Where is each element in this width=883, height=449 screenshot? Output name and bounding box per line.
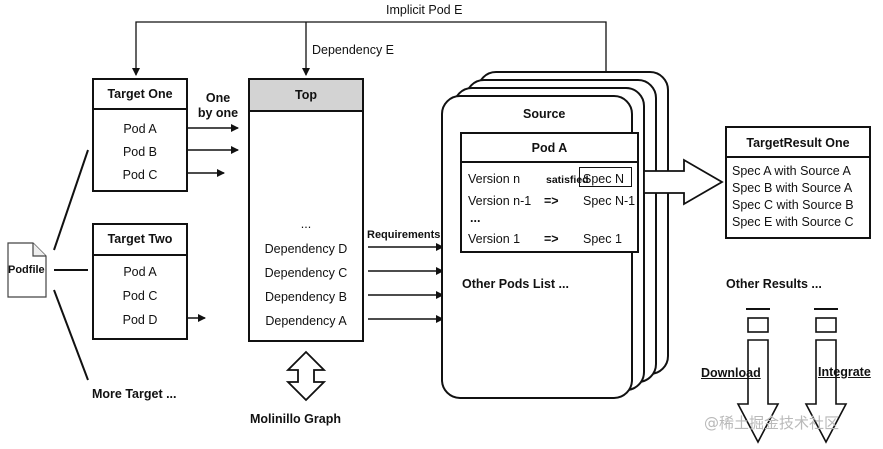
requirements-arrows [368, 243, 444, 323]
version-label: Version n-1 [468, 194, 532, 208]
top-stack-dependency: Dependency D [264, 242, 348, 256]
target-one-divider [94, 108, 186, 110]
target-one-box: Target One Pod A Pod B Pod C [92, 78, 188, 192]
version-relation: satisfied [546, 174, 589, 186]
molinillo-graph-label: Molinillo Graph [250, 412, 341, 426]
top-stack-dependency: Dependency A [265, 314, 347, 328]
target-two-item: Pod A [123, 265, 157, 279]
target-result-item: Spec A with Source A [732, 164, 851, 178]
requirements-label: Requirements [367, 229, 441, 241]
implicit-pod-e-label: Implicit Pod E [386, 3, 463, 17]
integrate-arrow [804, 308, 848, 444]
other-results-label: Other Results ... [726, 277, 822, 291]
target-result-item: Spec C with Source B [732, 198, 854, 212]
podfile-document-icon [7, 242, 47, 298]
version-label: Version n [468, 172, 521, 186]
target-two-divider [94, 254, 186, 256]
target-to-top-arrows [188, 124, 239, 322]
top-stack-box: Top ... Dependency D Dependency C Depend… [248, 78, 364, 342]
target-result-title: TargetResult One [746, 136, 850, 150]
watermark-text: @稀土掘金技术社区 [704, 414, 840, 432]
target-result-item: Spec B with Source A [732, 181, 853, 195]
graph-double-arrow [285, 350, 327, 402]
target-one-item: Pod C [122, 168, 158, 182]
dependency-e-label: Dependency E [312, 43, 395, 57]
target-two-box: Target Two Pod A Pod C Pod D [92, 223, 188, 340]
podfile-connectors [53, 149, 89, 381]
target-one-item: Pod A [123, 122, 157, 136]
one-by-one-label-line2: by one [197, 106, 239, 120]
podfile-label: Podfile [8, 264, 45, 276]
spec-label: Spec 1 [583, 232, 622, 246]
version-relation: => [544, 194, 559, 208]
spec-label: Spec N [583, 172, 624, 186]
target-one-title: Target One [107, 87, 173, 101]
pod-a-divider [462, 161, 637, 163]
target-result-item: Spec E with Source C [732, 215, 854, 229]
version-relation: => [544, 232, 559, 246]
target-one-item: Pod B [122, 145, 158, 159]
top-stack-header [250, 80, 362, 112]
pod-a-title: Pod A [531, 141, 568, 155]
target-two-item: Pod C [122, 289, 158, 303]
other-pods-list-label: Other Pods List ... [462, 277, 569, 291]
top-stack-ellipsis: ... [300, 217, 312, 231]
target-result-box: TargetResult One Spec A with Source A Sp… [725, 126, 871, 239]
version-label: ... [470, 211, 481, 225]
top-stack-title: Top [295, 88, 317, 102]
spec-label: Spec N-1 [583, 194, 636, 208]
download-label: Download [701, 366, 761, 380]
target-two-title: Target Two [107, 232, 173, 246]
more-target-label: More Target ... [92, 387, 177, 401]
version-label: Version 1 [468, 232, 521, 246]
top-stack-dependency: Dependency B [264, 290, 347, 304]
top-stack-dependency: Dependency C [264, 266, 348, 280]
result-hollow-arrow [643, 158, 724, 206]
target-two-item: Pod D [122, 313, 158, 327]
target-result-divider [727, 156, 869, 158]
one-by-one-label-line1: One [205, 91, 231, 105]
download-arrow [736, 308, 780, 444]
spec-n-highlight [579, 167, 632, 187]
integrate-label: Integrate [818, 365, 871, 379]
source-title: Source [523, 107, 566, 121]
pod-a-version-box: Pod A Version n satisfied Spec N Version… [460, 132, 639, 253]
